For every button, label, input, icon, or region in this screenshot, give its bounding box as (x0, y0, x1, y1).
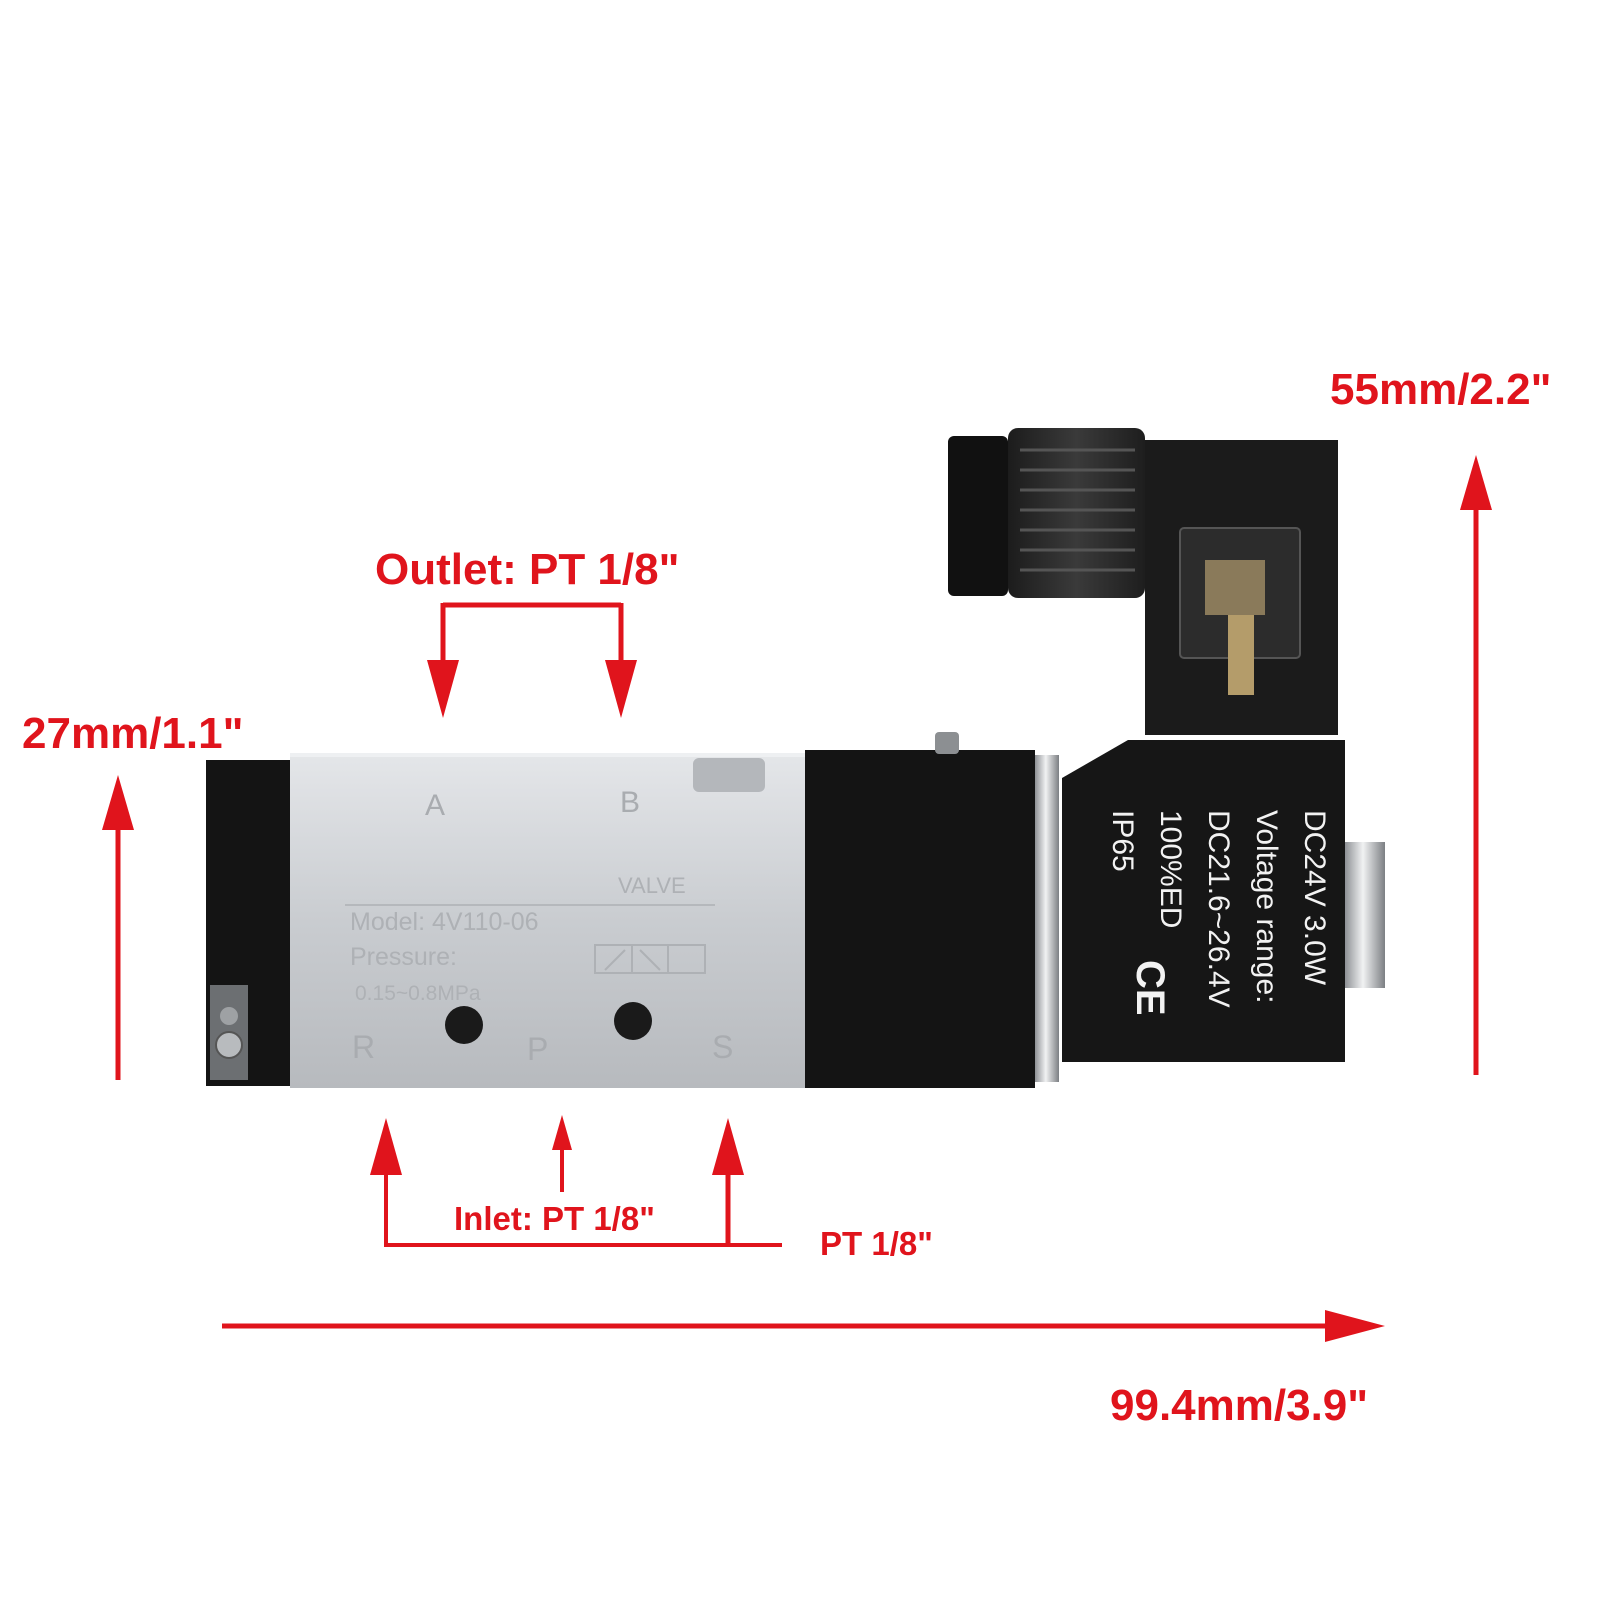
total-height-label: 55mm/2.2" (1330, 365, 1552, 414)
port-hole-left (445, 1006, 483, 1044)
schematic-symbol (594, 944, 706, 974)
arrow-down-icon (427, 660, 459, 718)
exhaust-port-label: PT 1/8" (820, 1225, 933, 1262)
valve-height-label: 27mm/1.1" (22, 709, 244, 758)
coil-bracket (1035, 755, 1059, 1082)
port-a-letter: A (425, 789, 445, 822)
arrow-up-icon (102, 775, 134, 1080)
arrow-up-icon (1460, 455, 1492, 1075)
port-hole-right (614, 1002, 652, 1040)
arrow-right-icon (222, 1310, 1385, 1342)
din-connector (948, 428, 1338, 735)
left-end-cap (206, 760, 290, 1086)
solenoid-coil: DC24V 3.0W Voltage range: DC21.6~26.4V 1… (1062, 740, 1385, 1062)
inlet-bracket (384, 1150, 782, 1247)
outlet-label: Outlet: PT 1/8" (375, 545, 680, 594)
arrow-down-icon (605, 660, 637, 718)
manual-override-pin (935, 732, 959, 754)
port-s-letter: S (712, 1029, 733, 1065)
total-length-label: 99.4mm/3.9" (1110, 1381, 1369, 1430)
arrow-up-icon (370, 1118, 402, 1175)
mounting-boss (693, 758, 765, 792)
inlet-label: Inlet: PT 1/8" (454, 1200, 655, 1237)
port-b-letter: B (620, 786, 640, 819)
aluminum-valve-body: A B R P S VALVE Model: 4V110-06 Pressure… (290, 753, 805, 1088)
arrow-up-icon (712, 1118, 744, 1175)
pilot-block (805, 732, 1059, 1088)
brand-engraving: VALVE (618, 873, 686, 898)
pressure-label-engraving: Pressure: (350, 943, 457, 971)
port-p-letter: P (527, 1031, 548, 1067)
coil-label-line2: Voltage range: (1250, 810, 1283, 1004)
ce-mark: CE (1128, 960, 1172, 1016)
coil-label-line3: DC21.6~26.4V (1202, 810, 1235, 1008)
pressure-range-engraving: 0.15~0.8MPa (355, 982, 481, 1005)
model-engraving: Model: 4V110-06 (350, 908, 539, 936)
outlet-bracket (440, 602, 624, 665)
coil-label-line1: DC24V 3.0W (1298, 810, 1331, 986)
coil-label: DC24V 3.0W Voltage range: DC21.6~26.4V 1… (1106, 810, 1331, 1016)
coil-label-line5: IP65 (1106, 810, 1139, 872)
port-r-letter: R (352, 1029, 375, 1065)
arrow-up-icon (552, 1115, 572, 1150)
coil-label-line4: 100%ED (1154, 810, 1187, 928)
coil-nut (1345, 842, 1385, 988)
